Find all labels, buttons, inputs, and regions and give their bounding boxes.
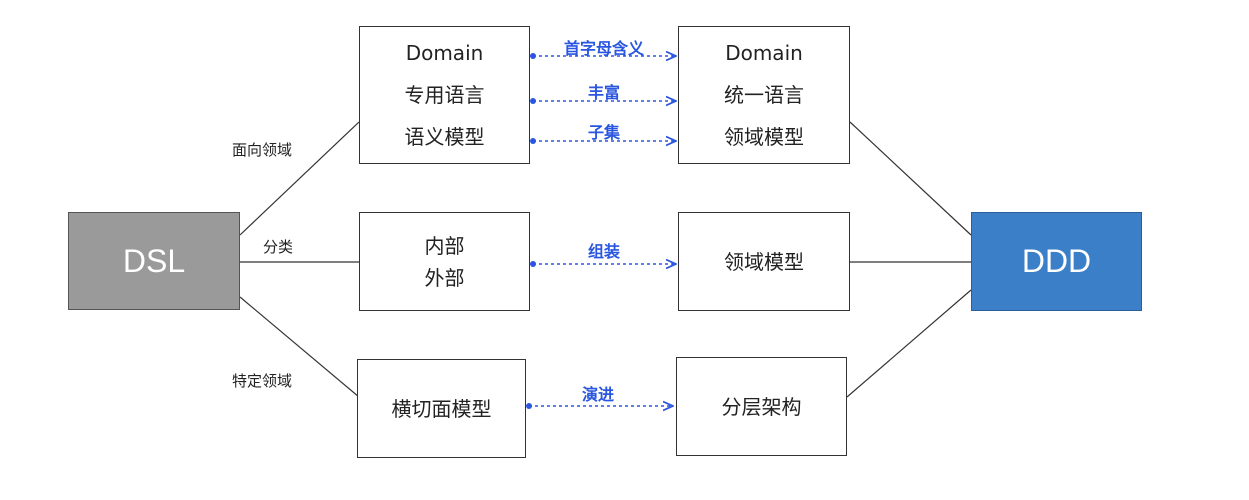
connector-ddd-top [849,121,972,236]
dsl-scope-box: 内部 外部 [359,212,530,311]
arrow-label-subset: 子集 [587,123,621,142]
ddd-node: DDD [971,212,1142,311]
box-line: 领域模型 [724,125,804,149]
ddd-layer-box: 分层架构 [676,357,847,456]
edge-label-domain-oriented: 面向领域 [232,141,293,159]
box-line: 专用语言 [404,83,485,107]
ddd-model-box: 领域模型 [678,212,850,311]
ddd-label: DDD [1021,243,1092,279]
arrow-label-acronym: 首字母含义 [563,39,645,58]
dsl-label: DSL [122,242,186,279]
box-line: Domain [405,41,484,65]
box-line: 领域模型 [724,249,804,274]
dsl-cross-box: 横切面模型 [357,359,526,458]
arrow-dot [530,53,536,59]
dsl-node: DSL [68,212,240,310]
arrow-dot [526,403,532,409]
box-line: 内部 [424,233,465,258]
edge-label-category: 分类 [263,238,294,256]
arrow-dot [530,98,536,104]
ddd-domain-box: Domain 统一语言 领域模型 [678,26,850,164]
arrow-dot [530,138,536,144]
connector-ddd-bottom [846,289,972,398]
box-line: 分层架构 [721,394,802,419]
connector-dsl-top [239,121,360,236]
dsl-domain-box: Domain 专用语言 语义模型 [359,26,530,164]
arrow-label-enrich: 丰富 [587,83,621,102]
box-line: 外部 [424,265,465,290]
arrow-dot [530,261,536,267]
box-line: 语义模型 [404,125,485,149]
arrow-label-assemble: 组装 [587,242,621,261]
connector-dsl-bottom [239,296,360,398]
box-line: 横切面模型 [391,396,492,421]
box-line: 统一语言 [724,83,804,107]
box-line: Domain [725,41,803,65]
edge-label-domain-specific: 特定领域 [232,372,293,390]
arrow-label-evolve: 演进 [581,385,615,404]
